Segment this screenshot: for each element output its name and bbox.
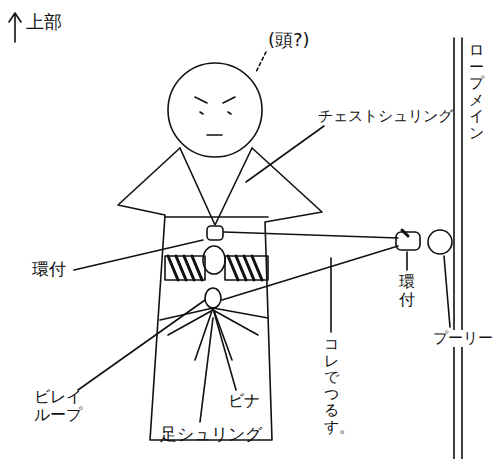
leader-line [444,256,450,327]
callout-label: (頭?) [268,30,310,51]
carabiner-gate [402,230,408,236]
harness-hatch [168,256,262,280]
chest-sling-band [165,216,268,218]
up-arrow [9,13,21,42]
leader-line [200,318,213,422]
leader-line [74,240,203,270]
leader-line [78,300,205,390]
leader-line [246,126,324,182]
note-label: コレでつるす。 [324,336,339,435]
part-label: 足シュリング [160,425,262,445]
part-label: ロープメイン [469,42,484,141]
part-label: ビナ [228,392,260,410]
carabiner [207,226,223,240]
main-rope [454,38,462,459]
direction-label: 上部 [26,12,62,33]
suspension-line [222,232,398,300]
part-label: ビレイループ [34,388,85,425]
pulley-symbol [428,230,452,254]
part-label: プーリー [432,330,494,347]
leader-line [406,252,408,270]
harness-band [165,256,268,280]
face [195,97,235,135]
carabiner [203,246,225,274]
leader-line [256,52,266,72]
head [168,63,262,157]
leader-line [330,258,332,332]
chest-sling [180,148,252,225]
part-label: チェストシュリング [318,108,453,125]
leader-line [214,312,236,390]
belay-loop [205,288,221,308]
part-label: 環付 [32,260,66,280]
part-label: 環付 [399,273,415,308]
leg-sling [160,308,268,360]
body-outline [118,148,322,440]
